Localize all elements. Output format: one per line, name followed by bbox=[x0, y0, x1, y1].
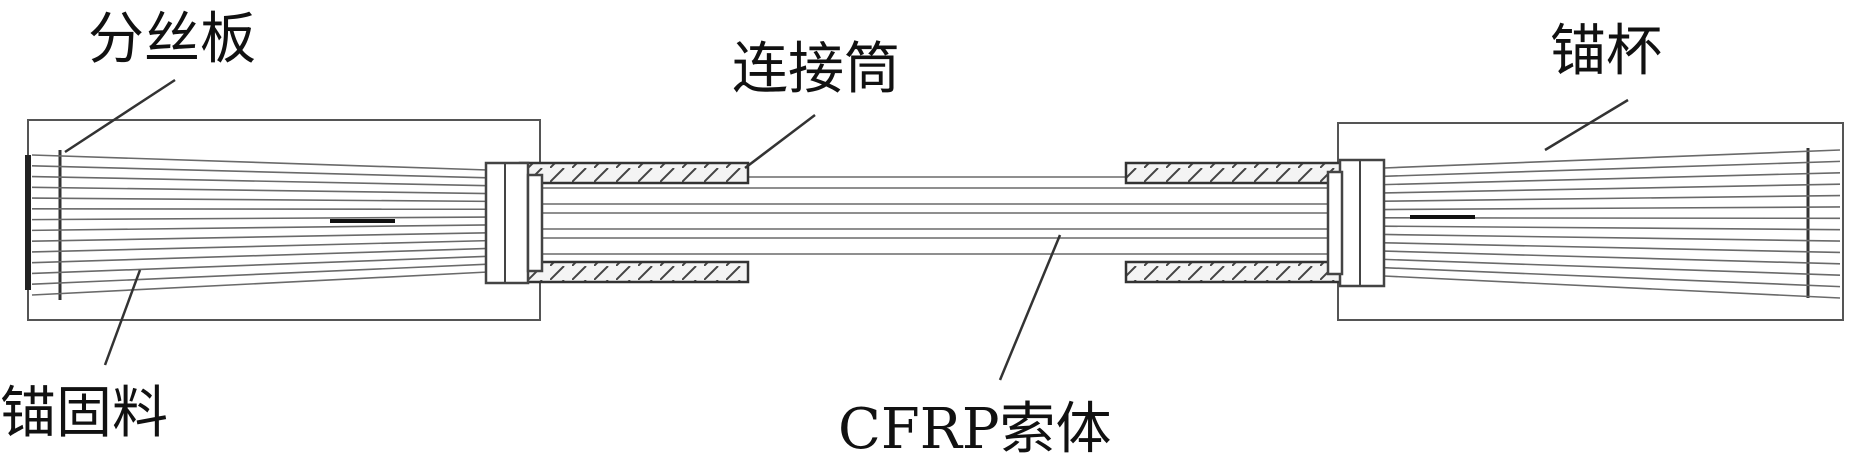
anchor-strand bbox=[31, 255, 489, 275]
anchor-strand bbox=[31, 164, 489, 179]
label-anchor-cup: 锚杯 bbox=[1550, 19, 1662, 84]
anchor-strand bbox=[1383, 225, 1841, 231]
label-splitter-plate: 分丝板 bbox=[88, 7, 256, 72]
right-strand-fan bbox=[1383, 149, 1841, 299]
anchor-strand bbox=[1383, 171, 1841, 186]
anchor-strand bbox=[31, 239, 489, 253]
anchor-strand bbox=[31, 197, 489, 203]
left-flange bbox=[484, 161, 544, 285]
anchor-strand bbox=[1383, 266, 1841, 288]
leader-splitter-plate bbox=[64, 78, 176, 154]
leader-connector-tube bbox=[744, 114, 816, 169]
label-connector-tube: 连接筒 bbox=[732, 37, 900, 102]
anchor-strand bbox=[31, 247, 489, 264]
anchor-strand bbox=[1383, 194, 1841, 203]
anchor-strand bbox=[1383, 250, 1841, 265]
anchor-strand bbox=[1383, 275, 1841, 299]
anchor-strand bbox=[31, 154, 489, 171]
anchor-strand bbox=[31, 231, 489, 242]
anchor-strand bbox=[31, 224, 489, 232]
label-anchoring-material: 锚固料 bbox=[0, 381, 168, 446]
anchor-strand bbox=[1383, 149, 1841, 169]
anchor-strand bbox=[1383, 183, 1841, 194]
cfrp-cable-rods bbox=[520, 176, 1352, 255]
label-cfrp-cable: CFRP索体 bbox=[838, 397, 1112, 460]
anchor-strand bbox=[1383, 258, 1841, 277]
right-connector-tube bbox=[1124, 161, 1356, 284]
anchor-strand bbox=[31, 271, 489, 296]
anchor-strand bbox=[1383, 241, 1841, 254]
left-strand-fan bbox=[31, 154, 489, 296]
anchor-strand bbox=[1383, 206, 1841, 211]
anchor-strand bbox=[31, 216, 489, 221]
anchor-strand bbox=[31, 186, 489, 195]
anchor-strand bbox=[1383, 160, 1841, 178]
right-flange bbox=[1326, 158, 1386, 288]
leader-cfrp-cable bbox=[998, 234, 1062, 381]
anchor-strand bbox=[1383, 233, 1841, 242]
anchor-strand bbox=[31, 263, 489, 286]
leader-anchor-cup bbox=[1544, 98, 1629, 152]
anchor-strand bbox=[31, 175, 489, 187]
left-connector-tube bbox=[518, 161, 750, 284]
leader-anchoring-material bbox=[103, 269, 142, 366]
